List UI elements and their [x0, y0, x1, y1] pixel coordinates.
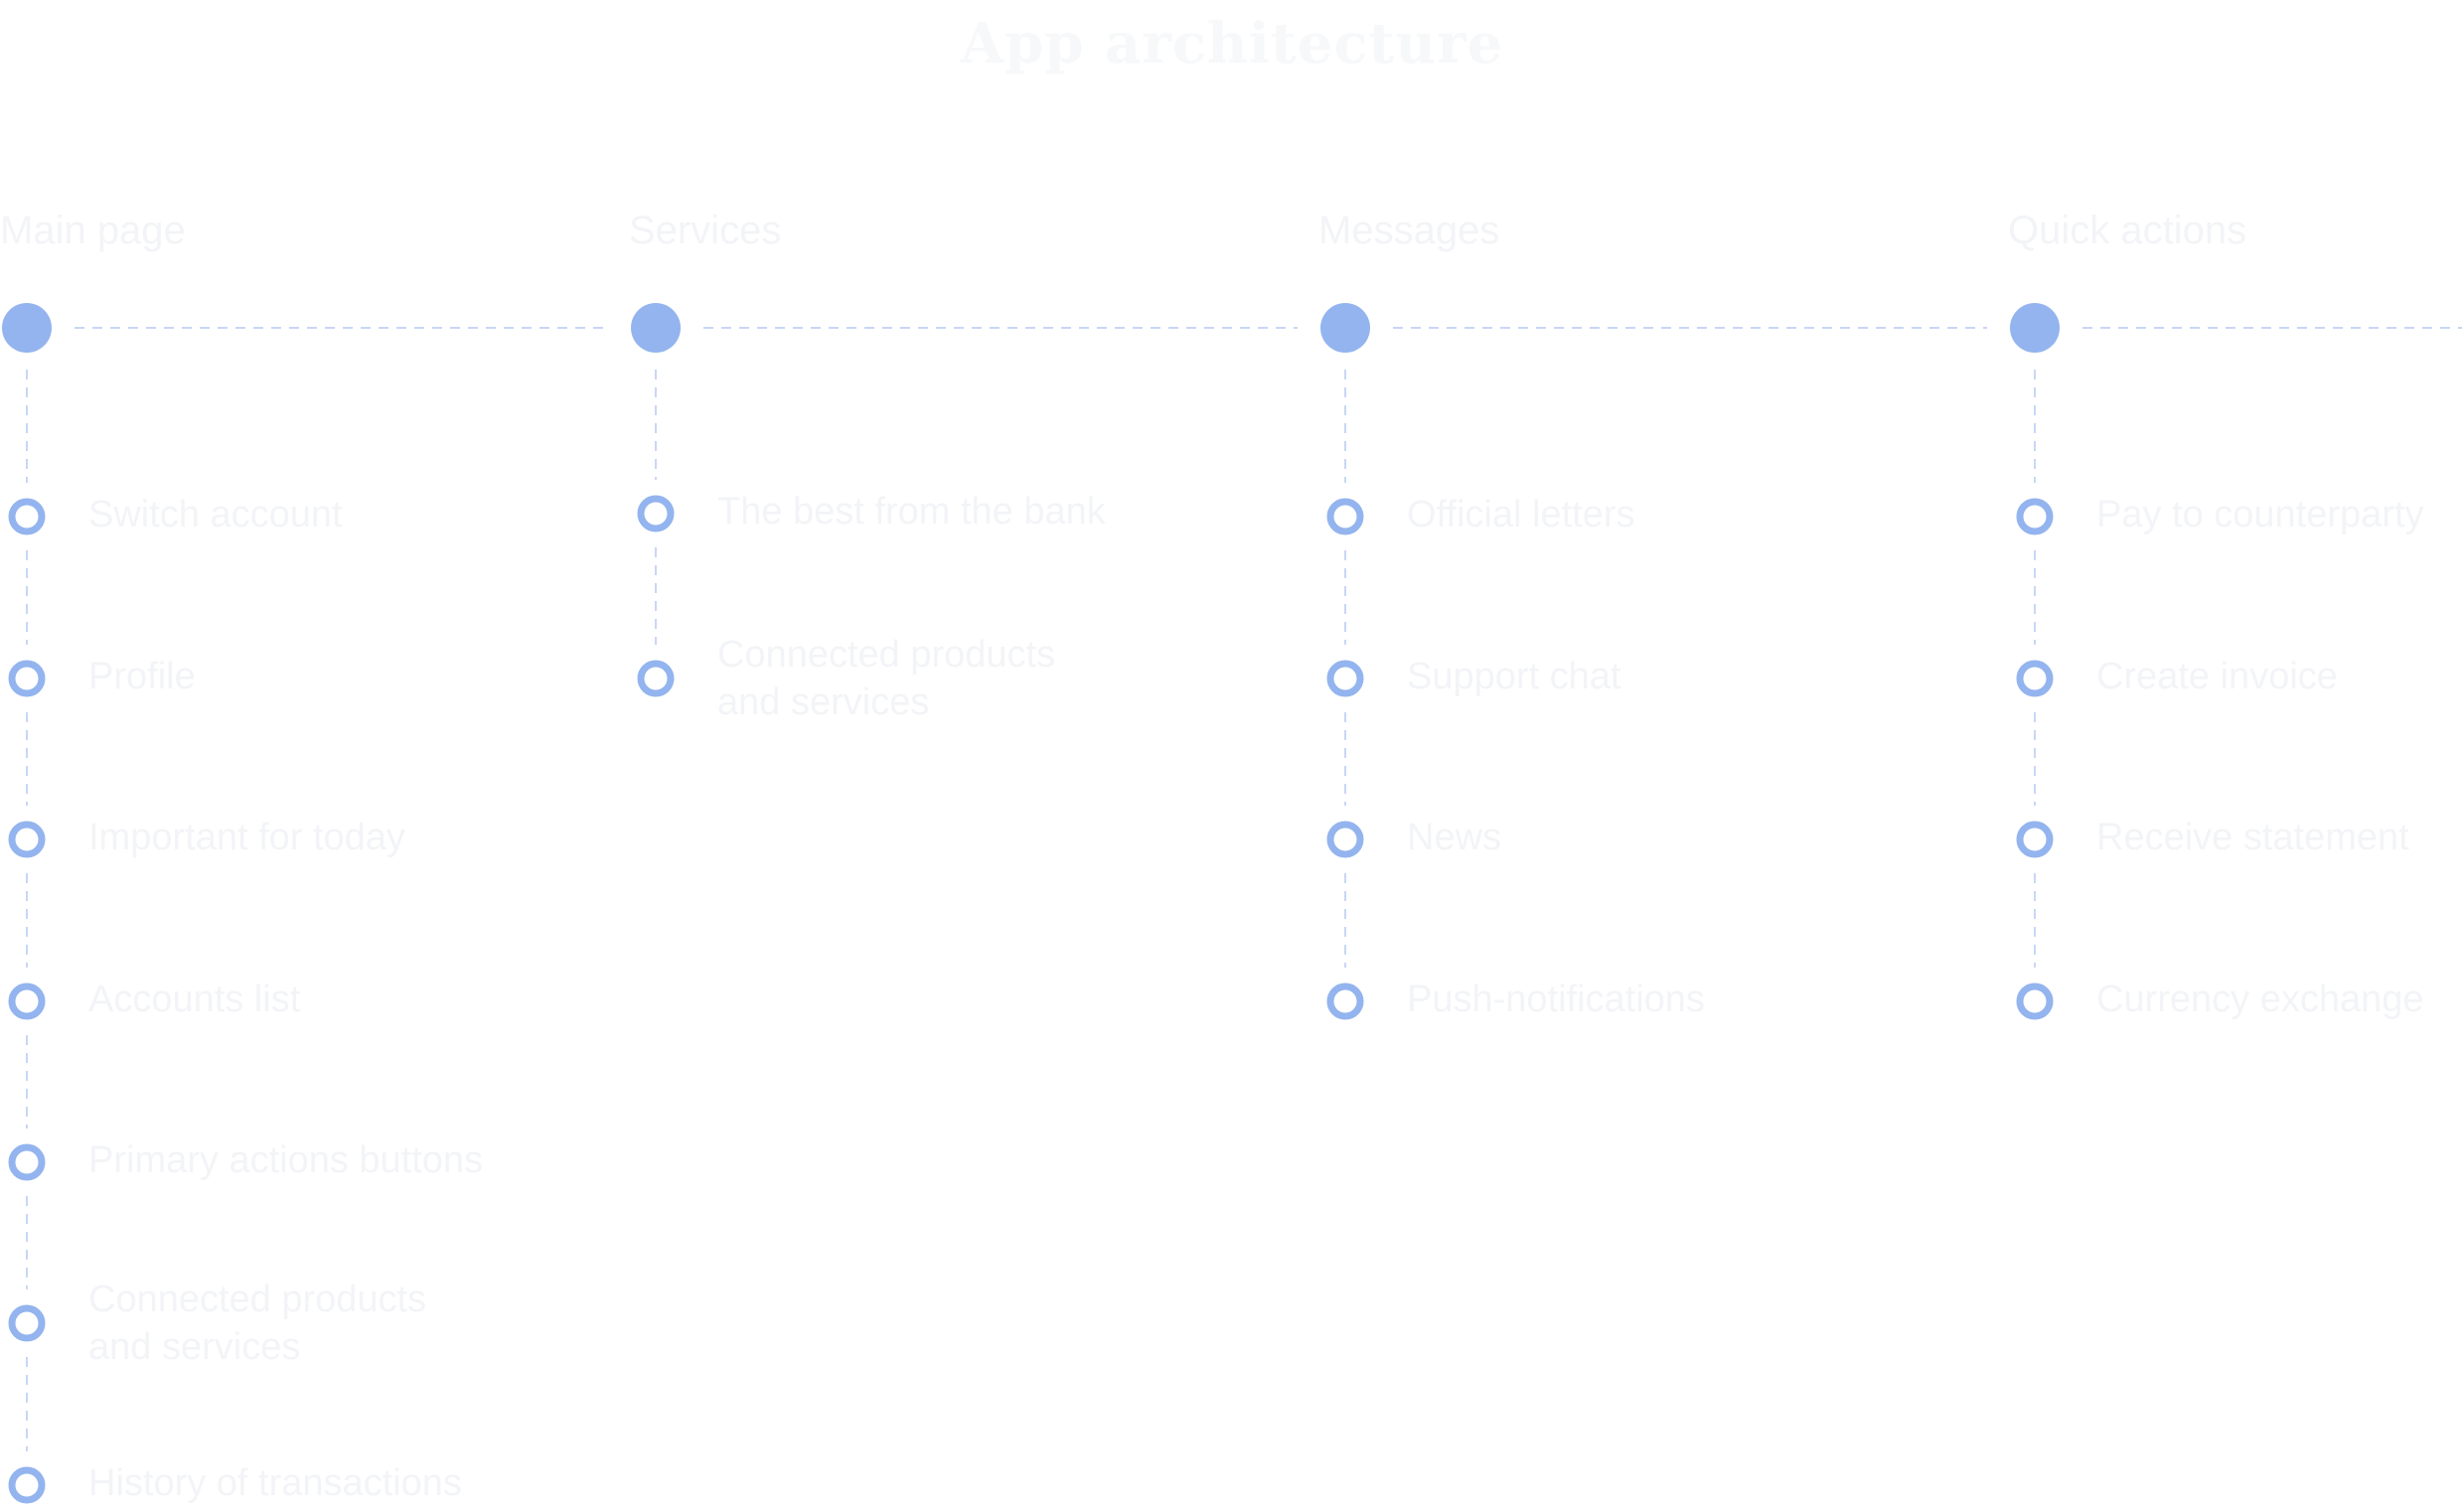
item-receive-statement: Receive statement — [2096, 817, 2409, 858]
item-switch-account: Switch account — [88, 494, 343, 535]
item-node — [2016, 660, 2054, 697]
item-profile: Profile — [88, 656, 196, 697]
item-official-letters: Official letters — [1407, 494, 1635, 535]
item-node — [637, 495, 675, 532]
item-node — [8, 1304, 46, 1342]
item-node — [1326, 498, 1364, 535]
page-title: App architecture — [960, 11, 1504, 76]
item-news: News — [1407, 817, 1502, 858]
nodes — [2, 303, 2060, 1504]
category-node — [2010, 303, 2060, 353]
category-node — [2, 303, 52, 353]
item-connected-products-main: Connected products and services — [88, 1279, 427, 1368]
item-node — [8, 982, 46, 1020]
item-node — [1326, 982, 1364, 1020]
column-title-services: Services — [629, 209, 782, 252]
item-node — [2016, 498, 2054, 535]
item-node — [1326, 660, 1364, 697]
column-title-messages: Messages — [1318, 209, 1500, 252]
item-best-from-bank: The best from the bank — [717, 491, 1106, 532]
item-node — [8, 498, 46, 535]
item-node — [1326, 821, 1364, 858]
item-node — [637, 660, 675, 697]
item-primary-actions-buttons: Primary actions buttons — [88, 1139, 484, 1181]
item-support-chat: Support chat — [1407, 656, 1621, 697]
item-node — [8, 821, 46, 858]
item-node — [8, 1143, 46, 1181]
item-node — [2016, 982, 2054, 1020]
column-title-main-page: Main page — [0, 209, 186, 252]
item-create-invoice: Create invoice — [2096, 656, 2338, 697]
item-connected-products-services: Connected products and services — [717, 634, 1056, 723]
item-history-of-transactions: History of transactions — [88, 1462, 462, 1504]
category-node — [631, 303, 681, 353]
item-currency-exchange: Currency exchange — [2096, 979, 2424, 1020]
item-accounts-list: Accounts list — [88, 979, 301, 1020]
item-node — [8, 1466, 46, 1504]
category-node — [1320, 303, 1370, 353]
column-title-quick-actions: Quick actions — [2008, 209, 2247, 252]
item-node — [2016, 821, 2054, 858]
connectors — [26, 327, 2462, 1451]
item-push-notifications: Push-notifications — [1407, 979, 1705, 1020]
item-node — [8, 660, 46, 697]
item-pay-to-counterparty: Pay to counterparty — [2096, 494, 2424, 535]
item-important-for-today: Important for today — [88, 817, 405, 858]
